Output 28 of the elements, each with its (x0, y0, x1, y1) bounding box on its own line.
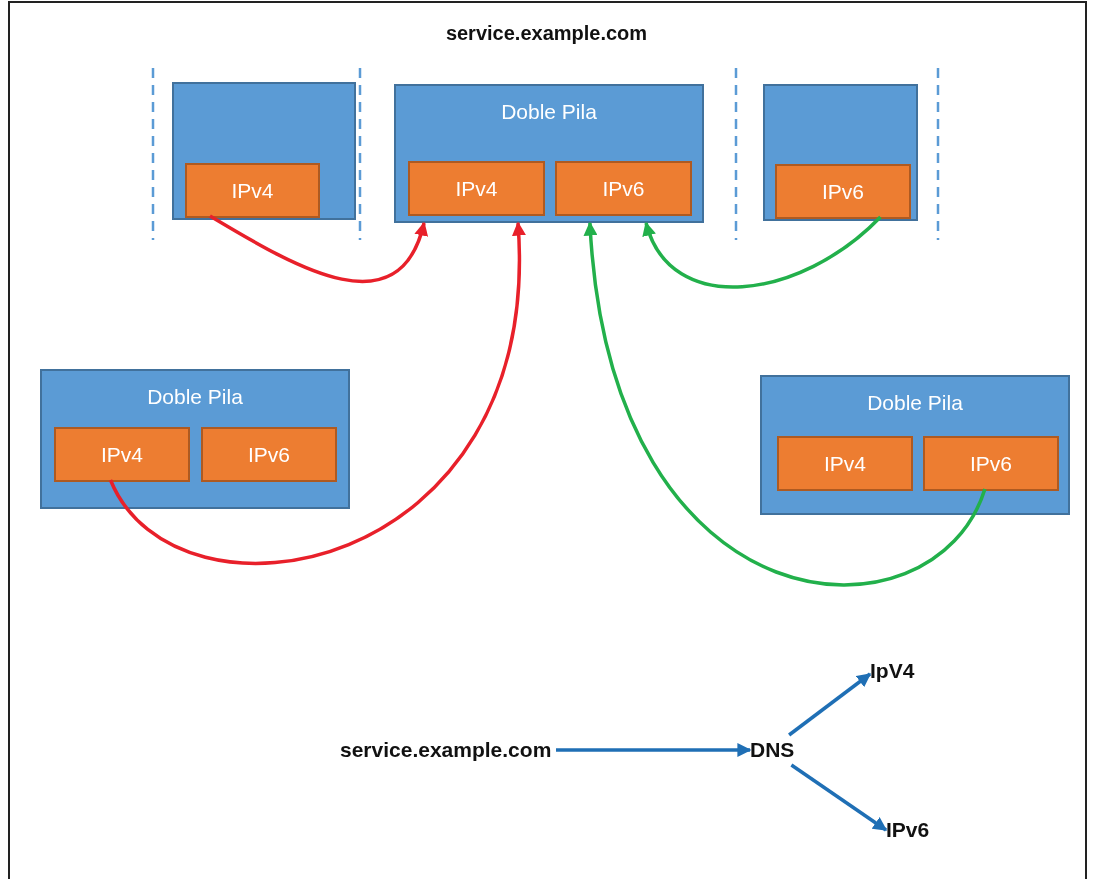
arrow (584, 221, 987, 586)
server-box (172, 82, 356, 220)
protocol-box: IPv6 (923, 436, 1059, 491)
arrow (643, 215, 882, 289)
protocol-box: IPv4 (185, 163, 320, 218)
server-box (760, 375, 1070, 515)
protocol-box: IPv6 (201, 427, 337, 482)
diagram-title: service.example.com (444, 22, 649, 45)
arrow (556, 743, 752, 757)
arrow (790, 763, 888, 832)
protocol-box: IPv6 (775, 164, 911, 219)
protocol-box: IPv4 (54, 427, 190, 482)
node-text: service.example.com (340, 735, 556, 765)
server-box (763, 84, 918, 221)
arrow (209, 214, 427, 284)
arrow (788, 672, 872, 737)
node-text: IpV4 (870, 656, 918, 686)
server-box (40, 369, 350, 509)
box-heading: Doble Pila (867, 391, 963, 416)
protocol-box: IPv4 (408, 161, 545, 216)
box-heading: Doble Pila (147, 385, 243, 410)
box-heading: Doble Pila (501, 100, 597, 125)
arrow (109, 221, 525, 565)
protocol-box: IPv6 (555, 161, 692, 216)
server-box (394, 84, 704, 223)
protocol-box: IPv4 (777, 436, 913, 491)
node-text: IPv6 (886, 815, 934, 845)
node-text: DNS (750, 735, 796, 765)
